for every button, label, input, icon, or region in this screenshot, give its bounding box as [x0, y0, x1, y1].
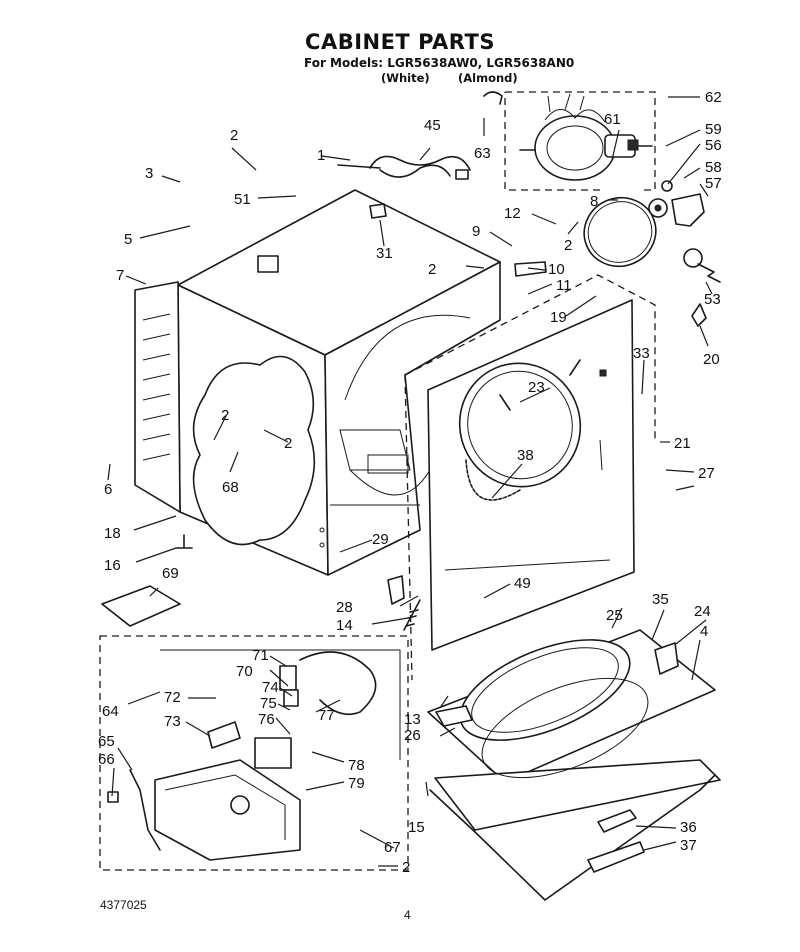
door-assembly	[427, 629, 721, 901]
callout-8: 8	[590, 193, 598, 210]
callout-62: 62	[705, 89, 722, 106]
callout-36: 36	[680, 819, 697, 836]
callout-9: 9	[472, 223, 480, 240]
drive-motor	[519, 93, 653, 181]
callout-2: 2	[428, 261, 436, 278]
callout-45: 45	[424, 117, 441, 134]
callout-67: 67	[384, 839, 401, 856]
callout-2: 2	[221, 407, 229, 424]
callout-59: 59	[705, 121, 722, 138]
callout-labels: 2 1 45 3 51 5 7 31 63 61 62 59 56 58 57 …	[98, 89, 722, 876]
callout-64: 64	[102, 703, 119, 720]
callout-37: 37	[680, 837, 697, 854]
callout-4: 4	[700, 623, 708, 640]
callout-26: 26	[404, 727, 421, 744]
callout-57: 57	[705, 175, 722, 192]
document-number: 4377025	[100, 898, 147, 912]
callout-61: 61	[604, 111, 621, 128]
callout-2: 2	[402, 859, 410, 876]
wire-harness	[337, 155, 471, 180]
motor-assembly-box	[504, 91, 656, 191]
callout-7: 7	[116, 267, 124, 284]
callout-13: 13	[404, 711, 421, 728]
callout-29: 29	[372, 531, 389, 548]
idler-spring	[683, 248, 721, 283]
variant-white-label: (White)	[381, 71, 430, 85]
callout-58: 58	[705, 159, 722, 176]
leader-lines	[107, 96, 713, 867]
callout-35: 35	[652, 591, 669, 608]
variant-almond-label: (Almond)	[458, 71, 518, 85]
callout-21: 21	[674, 435, 691, 452]
idler-bracket	[671, 193, 705, 227]
callout-76: 76	[258, 711, 275, 728]
door-spring	[403, 599, 421, 631]
callout-23: 23	[528, 379, 545, 396]
idler-pulley	[648, 180, 673, 218]
callout-31: 31	[376, 245, 393, 262]
latch-spring	[514, 261, 547, 277]
callout-68: 68	[222, 479, 239, 496]
rear-support-glide	[691, 303, 707, 327]
callout-71: 71	[252, 647, 269, 664]
callout-5: 5	[124, 231, 132, 248]
page-number: 4	[404, 908, 411, 922]
callout-77: 77	[318, 707, 335, 724]
callout-73: 73	[164, 713, 181, 730]
callout-28: 28	[336, 599, 353, 616]
page-title: CABINET PARTS	[305, 30, 495, 54]
leveling-leg-plate	[101, 585, 181, 627]
callout-3: 3	[145, 165, 153, 182]
callout-51: 51	[234, 191, 251, 208]
callout-24: 24	[694, 603, 711, 620]
front-panel	[404, 274, 656, 681]
leveling-leg	[175, 534, 193, 549]
model-numbers: For Models: LGR5638AW0, LGR5638AN0	[304, 56, 575, 70]
callout-75: 75	[260, 695, 277, 712]
callout-78: 78	[348, 757, 365, 774]
callout-2: 2	[284, 435, 292, 452]
callout-20: 20	[703, 351, 720, 368]
callout-12: 12	[504, 205, 521, 222]
burner-inner-box	[160, 649, 401, 760]
callout-10: 10	[548, 261, 565, 278]
callout-63: 63	[474, 145, 491, 162]
cabinet	[177, 189, 501, 576]
callout-65: 65	[98, 733, 115, 750]
callout-18: 18	[104, 525, 121, 542]
callout-79: 79	[348, 775, 365, 792]
callout-69: 69	[162, 565, 179, 582]
callout-49: 49	[514, 575, 531, 592]
door-strike	[387, 575, 405, 605]
callout-11: 11	[556, 277, 572, 294]
motor-clip	[483, 91, 503, 105]
callout-33: 33	[633, 345, 650, 362]
callout-25: 25	[606, 607, 623, 624]
gas-valve-assembly	[107, 651, 377, 861]
side-panel	[134, 281, 181, 513]
callout-70: 70	[236, 663, 253, 680]
callout-56: 56	[705, 137, 722, 154]
callout-1: 1	[317, 147, 325, 164]
gas-valve-box	[99, 635, 409, 871]
callout-2: 2	[564, 237, 572, 254]
callout-14: 14	[336, 617, 353, 634]
callout-15: 15	[408, 819, 425, 836]
callout-16: 16	[104, 557, 121, 574]
callout-6: 6	[104, 481, 112, 498]
callout-19: 19	[550, 309, 567, 326]
callout-74: 74	[262, 679, 279, 696]
callout-53: 53	[704, 291, 721, 308]
callout-66: 66	[98, 751, 115, 768]
callout-27: 27	[698, 465, 715, 482]
callout-2: 2	[230, 127, 238, 144]
callout-38: 38	[517, 447, 534, 464]
callout-72: 72	[164, 689, 181, 706]
